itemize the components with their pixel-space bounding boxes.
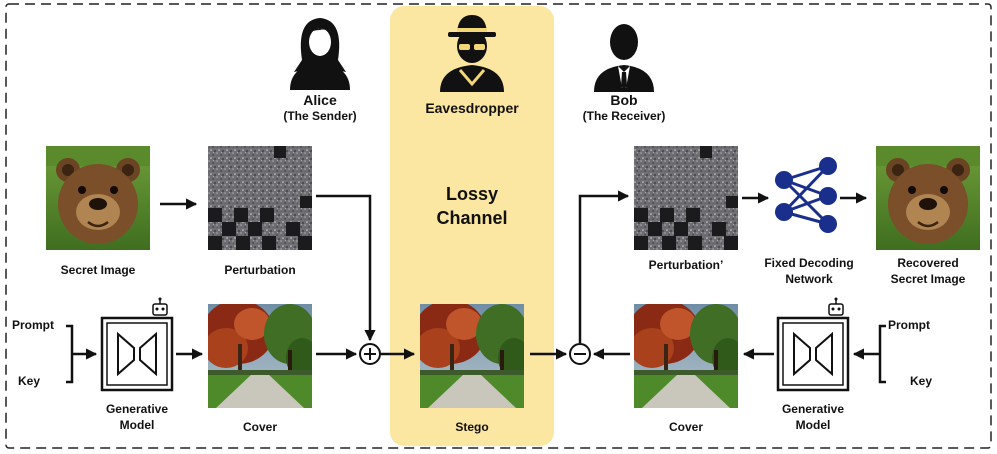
channel-title-line2: Channel [436,208,508,228]
add-operator-icon [359,343,381,365]
receiver-perturbation-image [634,146,738,250]
secret-image [46,146,150,250]
alice-icon [290,18,350,90]
receiver-model-label-line2: Model [795,418,831,432]
bob-icon [594,24,654,92]
receiver-key-label: Key [910,374,933,388]
sender-model-label-line1: Generative [105,402,169,416]
receiver-cover-label: Cover [668,420,703,434]
subtract-operator-icon [569,343,591,365]
sender-key-label: Key [18,374,41,388]
recovered-label-line1: Recovered [897,256,959,270]
sender-prompt-label: Prompt [12,318,54,332]
receiver-generative-model-icon [776,316,850,392]
sender-perturbation-label: Perturbation [224,263,296,277]
sender-model-label-line2: Model [119,418,155,432]
decoding-network-icon [775,157,837,233]
receiver-prompt-label: Prompt [888,318,930,332]
decoder-label-line2: Network [785,272,833,286]
eavesdropper-name: Eavesdropper [425,100,519,116]
alice-role: (The Sender) [283,109,357,123]
alice-name: Alice [303,92,337,108]
decoder-label-line1: Fixed Decoding [764,256,854,270]
receiver-robot-icon [828,297,844,316]
channel-title-line1: Lossy [445,184,499,204]
receiver-model-label-line1: Generative [781,402,845,416]
recovered-label-line2: Secret Image [890,272,966,286]
stego-image [420,304,524,408]
bob-name: Bob [610,92,638,108]
line-receiver-prompt [878,324,886,384]
line-sender-prompt [66,324,74,384]
sender-cover-image [208,304,312,408]
arrow-subtract-to-perturbation [578,190,630,343]
sender-cover-label: Cover [242,420,277,434]
eavesdropper-icon [440,15,504,92]
sender-robot-icon [152,297,168,316]
sender-generative-model-icon [100,316,174,392]
recovered-secret-image [876,146,980,250]
receiver-cover-image [634,304,738,408]
secret-image-label: Secret Image [60,263,136,277]
arrow-perturbation-to-add [316,194,376,342]
sender-perturbation-image [208,146,312,250]
receiver-perturbation-label: Perturbation’ [648,258,724,272]
bob-role: (The Receiver) [582,109,666,123]
stego-label: Stego [455,420,489,434]
outer-frame [5,3,992,449]
